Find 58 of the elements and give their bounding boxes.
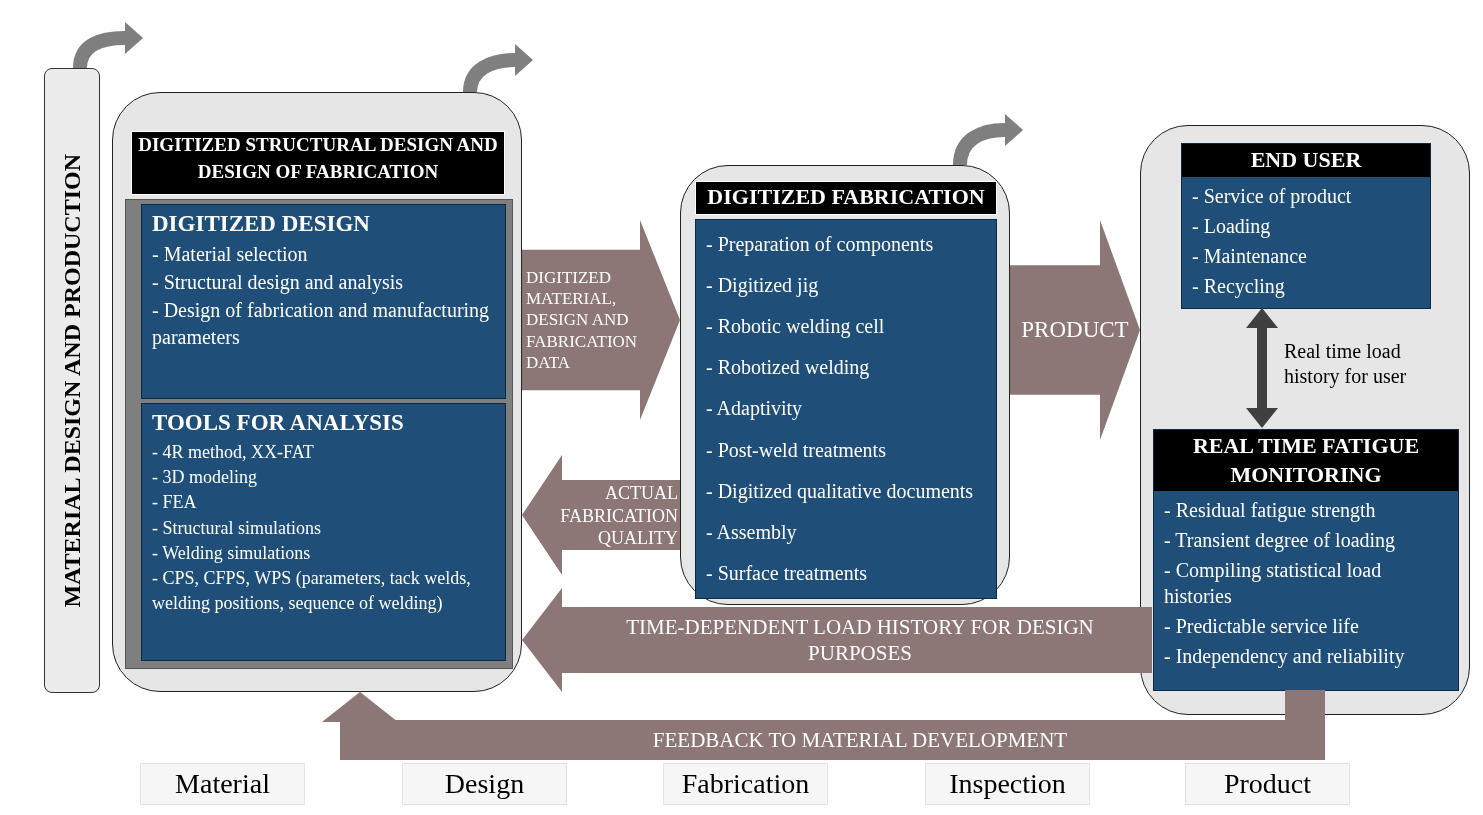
- arrow: [522, 588, 1152, 692]
- list-item: - Loading: [1191, 213, 1272, 240]
- column-label: Product: [1185, 763, 1350, 805]
- vertical-banner: [44, 68, 100, 693]
- list-item: - Design of fabrication and manufacturing parameters: [152, 297, 491, 351]
- box-heading: END USER: [1182, 144, 1430, 177]
- list-item: - Compiling statistical load histories: [1163, 558, 1383, 610]
- text-box: [141, 403, 506, 661]
- arrow: [522, 455, 680, 575]
- list-item: - Predictable service life: [1163, 614, 1360, 640]
- stage-panel: [1140, 125, 1470, 715]
- list-item: - Material selection: [152, 241, 309, 267]
- edge-label: DIGITIZED MATERIAL, DESIGN AND FABRICATION DATA: [526, 266, 639, 374]
- section-heading: DIGITIZED STRUCTURAL DESIGN AND DESIGN OF FABRICATION: [131, 131, 505, 195]
- stage-panel: [112, 92, 522, 692]
- stage-panel: [680, 165, 1010, 605]
- column-label: Design: [402, 763, 567, 805]
- list-item: - Preparation of components: [706, 232, 935, 258]
- edge-label: PRODUCT: [1020, 315, 1130, 344]
- box-heading: REAL TIME FATIGUE MONITORING: [1154, 430, 1458, 492]
- list-item: - Post-weld treatments: [706, 437, 887, 463]
- list-item: - Transient degree of loading: [1163, 528, 1397, 554]
- text-box: [1153, 429, 1459, 691]
- list-item: - Structural simulations: [152, 516, 322, 540]
- edge-label: TIME-DEPENDENT LOAD HISTORY FOR DESIGN PURPOSES: [625, 613, 1095, 667]
- list-item: - Recycling: [1191, 273, 1286, 300]
- section-heading: DIGITIZED FABRICATION: [695, 181, 997, 215]
- text-box: [141, 204, 506, 399]
- banner-title: MATERIAL DESIGN AND PRODUCTION: [58, 153, 86, 608]
- list-item: - Adaptivity: [706, 396, 804, 422]
- list-item: - Structural design and analysis: [152, 269, 405, 296]
- list-item: - Welding simulations: [152, 542, 312, 566]
- list-item: - Service of product: [1191, 183, 1353, 210]
- list-item: - Robotized welding: [706, 355, 871, 381]
- box-heading: TOOLS FOR ANALYSIS: [152, 409, 405, 437]
- text-box: [695, 219, 997, 599]
- arrow: [1010, 220, 1140, 440]
- list-item: - Maintenance: [1191, 243, 1308, 269]
- list-item: - Digitized qualitative documents: [706, 478, 975, 505]
- list-item: - Assembly: [706, 519, 798, 546]
- list-item: - CPS, CFPS, WPS (parameters, tack welds, welding positions, sequence of welding): [152, 567, 472, 615]
- column-label: Inspection: [925, 763, 1090, 805]
- list-item: - Residual fatigue strength: [1163, 498, 1377, 524]
- column-label: Material: [140, 763, 305, 805]
- edge-label: ACTUAL FABRICATION QUALITY: [559, 482, 678, 550]
- arrow: [322, 690, 1325, 760]
- column-label: Fabrication: [663, 763, 828, 805]
- list-item: - Surface treatments: [706, 560, 869, 586]
- arrow: [1246, 308, 1278, 428]
- list-item: - Digitized jig: [706, 273, 820, 299]
- text-box: [1181, 143, 1431, 309]
- list-item: - FEA: [152, 491, 198, 515]
- list-item: - Robotic welding cell: [706, 314, 886, 340]
- list-item: - Independency and reliability: [1163, 644, 1406, 670]
- edge-label: FEEDBACK TO MATERIAL DEVELOPMENT: [651, 726, 1069, 754]
- list-item: - 4R method, XX-FAT: [152, 440, 315, 464]
- list-item: - 3D modeling: [152, 466, 258, 490]
- box-heading: DIGITIZED DESIGN: [152, 210, 371, 238]
